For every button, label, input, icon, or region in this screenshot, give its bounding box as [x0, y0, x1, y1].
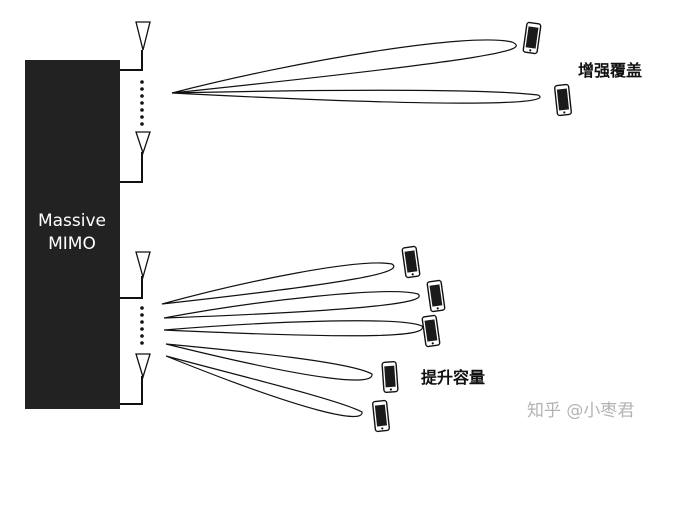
- upper-antenna-feed-2: [120, 152, 143, 183]
- upper-antenna-feed-1: [120, 50, 143, 71]
- beam-coverage-2: [171, 89, 541, 104]
- smartphone-icon: [401, 245, 421, 279]
- lower-antenna-feed-2: [120, 376, 143, 405]
- lower-antenna-array: [120, 276, 143, 405]
- antenna-icon: [135, 353, 151, 380]
- smartphone-icon: [554, 83, 572, 117]
- beam-coverage-1: [171, 39, 517, 94]
- smartphone-icon: [421, 314, 441, 348]
- watermark: 知乎 @小枣君: [527, 401, 634, 421]
- beam-capacity-1: [161, 262, 395, 305]
- upper-array-dots: [140, 80, 144, 126]
- beam-capacity-5: [165, 355, 363, 418]
- antenna-icon: [135, 251, 151, 280]
- upper-antenna-array: [120, 50, 143, 183]
- caption-enhanced-coverage: 增强覆盖: [578, 61, 642, 80]
- smartphone-icon: [372, 399, 390, 433]
- lower-array-dots: [140, 306, 144, 345]
- beam-capacity-2: [163, 291, 420, 319]
- beam-capacity-3: [163, 320, 424, 337]
- antenna-icon: [135, 131, 151, 156]
- caption-increased-capacity: 提升容量: [421, 368, 485, 387]
- smartphone-icon: [522, 21, 542, 55]
- massive-mimo-block: Massive MIMO: [25, 60, 120, 409]
- capacity-beams: [161, 262, 424, 418]
- coverage-beams: [171, 39, 541, 104]
- lower-antenna-feed-1: [120, 276, 143, 299]
- beam-capacity-4: [165, 343, 373, 381]
- antenna-icon: [135, 21, 151, 51]
- mimo-label-line2: MIMO: [48, 234, 96, 254]
- mimo-label-line1: Massive: [38, 211, 106, 231]
- smartphone-icon: [381, 361, 399, 393]
- smartphone-icon: [426, 279, 446, 313]
- mimo-rect: [25, 60, 120, 409]
